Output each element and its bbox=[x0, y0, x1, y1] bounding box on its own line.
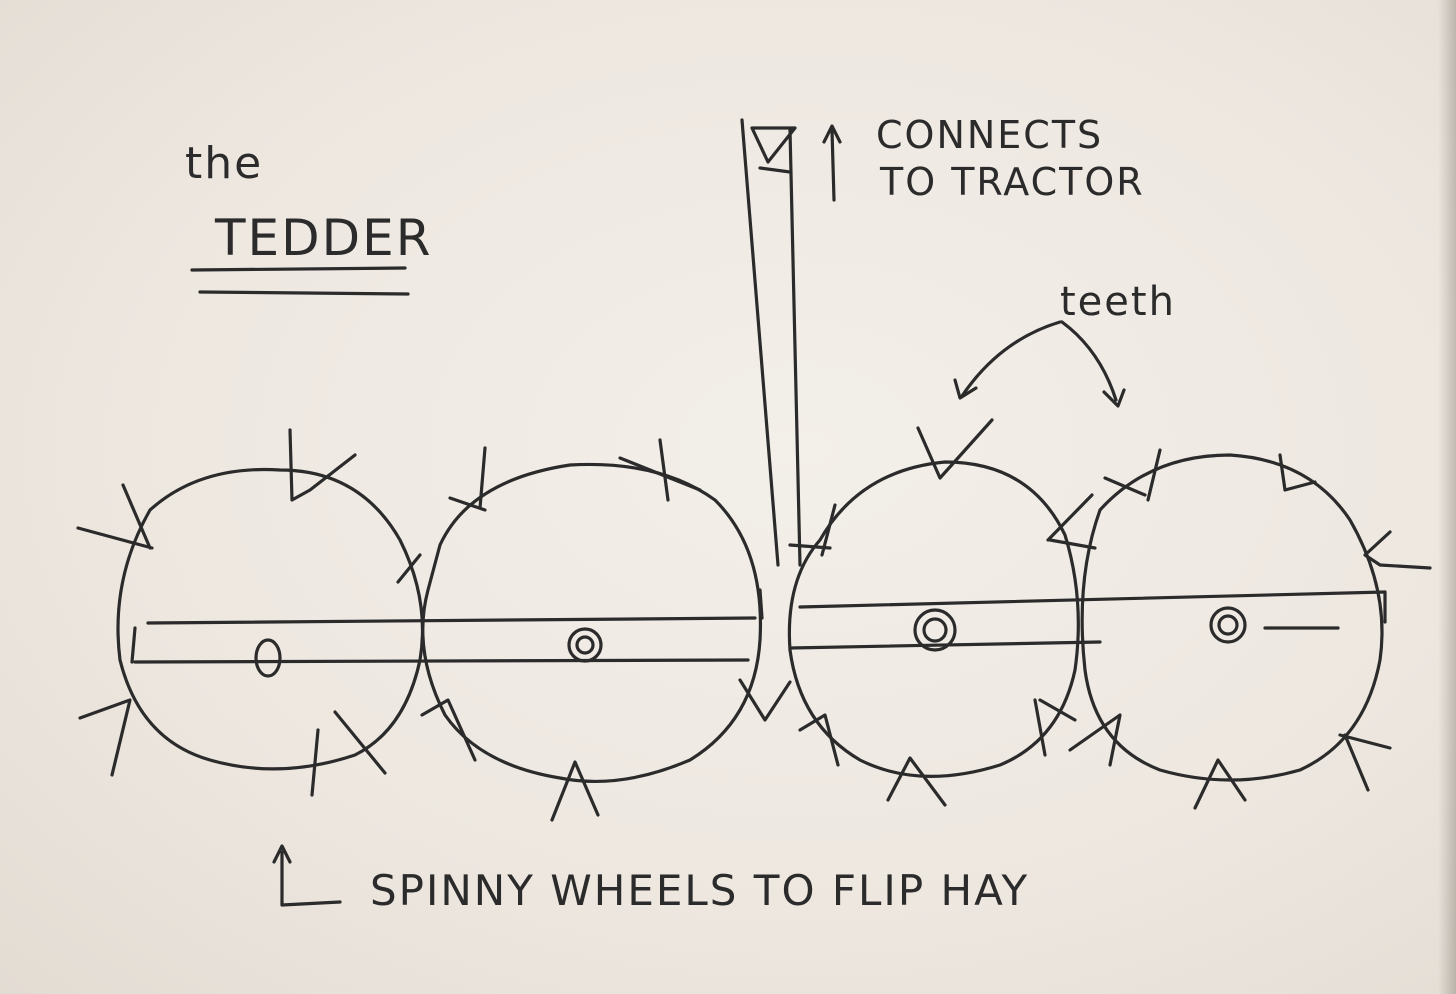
label-connects-line2: TO TRACTOR bbox=[879, 160, 1145, 204]
label-connects-line1: CONNECTS bbox=[876, 113, 1103, 157]
label-teeth: teeth bbox=[1060, 279, 1176, 325]
wheel-1-hub bbox=[254, 638, 282, 678]
wheel-4 bbox=[1068, 448, 1432, 810]
wheel-1 bbox=[76, 428, 425, 797]
wheel-3 bbox=[787, 418, 1097, 807]
tractor-arrow bbox=[822, 124, 842, 202]
wheel-3-hub bbox=[913, 608, 957, 652]
title-main: TEDDER bbox=[214, 209, 432, 267]
wheel-4-hub bbox=[1209, 606, 1247, 644]
title-underline-1 bbox=[190, 266, 407, 272]
tow-bar bbox=[740, 118, 802, 567]
wheel-2 bbox=[420, 438, 792, 822]
title-underline-2 bbox=[198, 290, 410, 296]
label-wheels: SPINNY WHEELS TO FLIP HAY bbox=[370, 866, 1029, 915]
axle-frame bbox=[130, 588, 1387, 664]
title-small: the bbox=[185, 138, 263, 189]
teeth-arrows bbox=[953, 320, 1126, 408]
paper-edge-shadow bbox=[1438, 0, 1456, 994]
wheel-2-hub bbox=[567, 627, 603, 663]
wheels-arrow bbox=[272, 844, 342, 907]
